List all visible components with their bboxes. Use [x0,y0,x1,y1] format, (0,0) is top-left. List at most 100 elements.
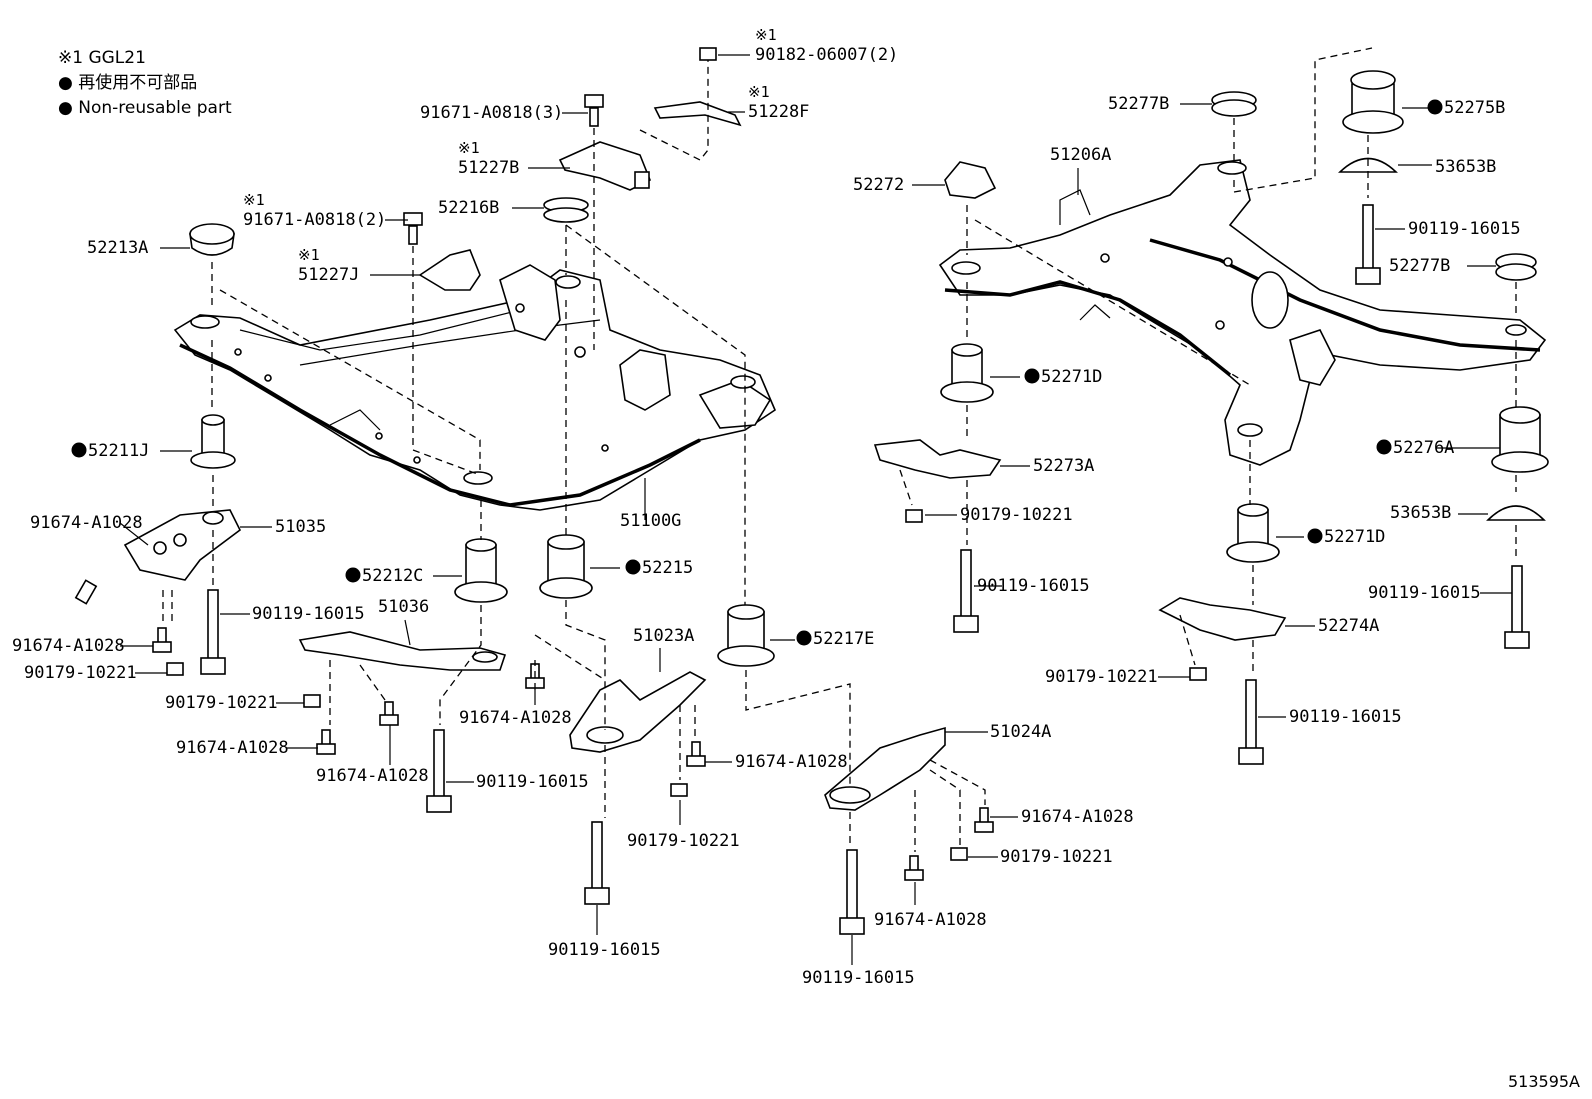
part-label-l40: 52277B [1389,256,1450,276]
nonreusable-mark [71,442,87,458]
assembly-lines [162,47,1517,852]
bushing-52215 [539,534,593,599]
part-number-text: 90119-16015 [1289,707,1402,727]
bushing-52276a [1491,406,1549,473]
brace-51036 [298,631,507,671]
part-number-text: 90182-06007(2) [755,45,898,65]
bolt-91674-a1028 [686,741,706,767]
bolt-91674-a1028 [974,807,994,833]
part-label-l23: 91674-A1028 [176,738,289,758]
part-number-text: 51024A [990,722,1051,742]
part-number-text: 90119-16015 [977,576,1090,596]
part-label-l5: 52216B [438,198,499,218]
part-number-text: 91674-A1028 [30,513,143,533]
part-number-text: 52271D [1041,367,1102,387]
part-number-text: 90119-16015 [1368,583,1481,603]
part-label-note: ※1 [755,26,777,44]
part-label-note: ※1 [458,139,480,157]
nut-90179-10221 [303,694,321,708]
part-number-text: 52213A [87,238,148,258]
part-number-text: 91674-A1028 [459,708,572,728]
lower-arm-51024a [824,726,946,811]
nut-90179-10221 [905,509,923,523]
part-label-l20: 90179-10221 [24,663,137,683]
part-label-l34: 52277B [1108,94,1169,114]
part-number-text: 90119-16015 [476,772,589,792]
part-number-text: 52273A [1033,456,1094,476]
part-number-text: 91674-A1028 [176,738,289,758]
part-number-text: 52277B [1108,94,1169,114]
part-label-l9: 52211J [71,441,149,461]
part-number-text: 90179-10221 [1045,667,1158,687]
part-label-l49: 52274A [1318,616,1379,636]
bolt-90119-16015 [200,589,226,675]
bolt-91674-a1028 [152,627,172,653]
nut-90179-10221 [950,847,968,861]
part-number-text: 91674-A1028 [12,636,125,656]
nut-90182-06007 [699,47,717,61]
part-label-l17: 51023A [633,626,694,646]
part-label-l22: 91674-A1028 [459,708,572,728]
part-number-text: 90179-10221 [24,663,137,683]
bolt-90119-16015 [839,849,865,935]
part-number-text: 51227B [458,158,519,178]
bolt-90119-16015 [1504,565,1530,649]
nonreusable-mark [625,559,641,575]
part-number-text: 90119-16015 [1408,219,1521,239]
part-number-text: 52217E [813,629,874,649]
part-label-l43: 52273A [1033,456,1094,476]
part-number-text: 52211J [88,441,149,461]
bolt-91674-a1028 [379,701,399,726]
part-number-text: 90179-10221 [960,505,1073,525]
part-number-text: 91674-A1028 [316,766,429,786]
part-number-text: 51036 [378,597,429,617]
part-number-text: 52272 [853,175,904,195]
part-label-l19: 91674-A1028 [12,636,125,656]
nut-90179-10221 [670,783,688,797]
part-label-l11: 51035 [275,517,326,537]
part-label-l44: 53653B [1390,503,1451,523]
lower-arm-51023a [569,671,707,753]
part-label-l45: 90179-10221 [960,505,1073,525]
part-label-l33: 90119-16015 [802,968,915,988]
plate-52273a [873,439,1002,479]
part-label-l41: 52271D [1024,367,1102,387]
nonreusable-mark [796,630,812,646]
stopper-52277b-right [1495,253,1537,281]
bracket-51228f [653,101,742,127]
bolt-90119-16015 [426,729,452,813]
part-label-l13: 52215 [625,558,693,578]
part-label-l21: 90179-10221 [165,693,278,713]
stopper-52213a [189,223,235,256]
bolt-91671-a0818 [403,212,423,245]
brace-51035 [123,509,242,581]
bushing-52217e [717,604,775,667]
part-number-text: 90119-16015 [802,968,915,988]
part-label-l30: 90179-10221 [1000,847,1113,867]
part-label-l27: 90179-10221 [627,831,740,851]
part-label-note: ※1 [748,83,770,101]
stopper-52277b-top [1211,91,1257,117]
part-label-l46: 52271D [1307,527,1385,547]
bolt-90119-16015 [584,821,610,905]
nut-90179-10221 [166,662,184,676]
bolt-90119-16015 [1355,204,1381,285]
bolt-90119-16015 [953,549,979,633]
part-number-text: 91671-A0818(3) [420,103,563,123]
part-number-text: 91674-A1028 [874,910,987,930]
part-label-l39: 90119-16015 [1408,219,1521,239]
part-number-text: 51100G [620,511,681,531]
part-number-text: 52276A [1393,438,1454,458]
part-number-text: 51206A [1050,145,1111,165]
bushing-52275b [1342,70,1404,134]
part-number-text: 51035 [275,517,326,537]
part-number-text: 53653B [1435,157,1496,177]
part-label-l48: 90119-16015 [1368,583,1481,603]
plate-52274a [1158,597,1287,641]
rear-crossmember [938,159,1547,466]
part-label-l16: 90119-16015 [252,604,365,624]
part-label-l12: 52212C [345,566,423,586]
